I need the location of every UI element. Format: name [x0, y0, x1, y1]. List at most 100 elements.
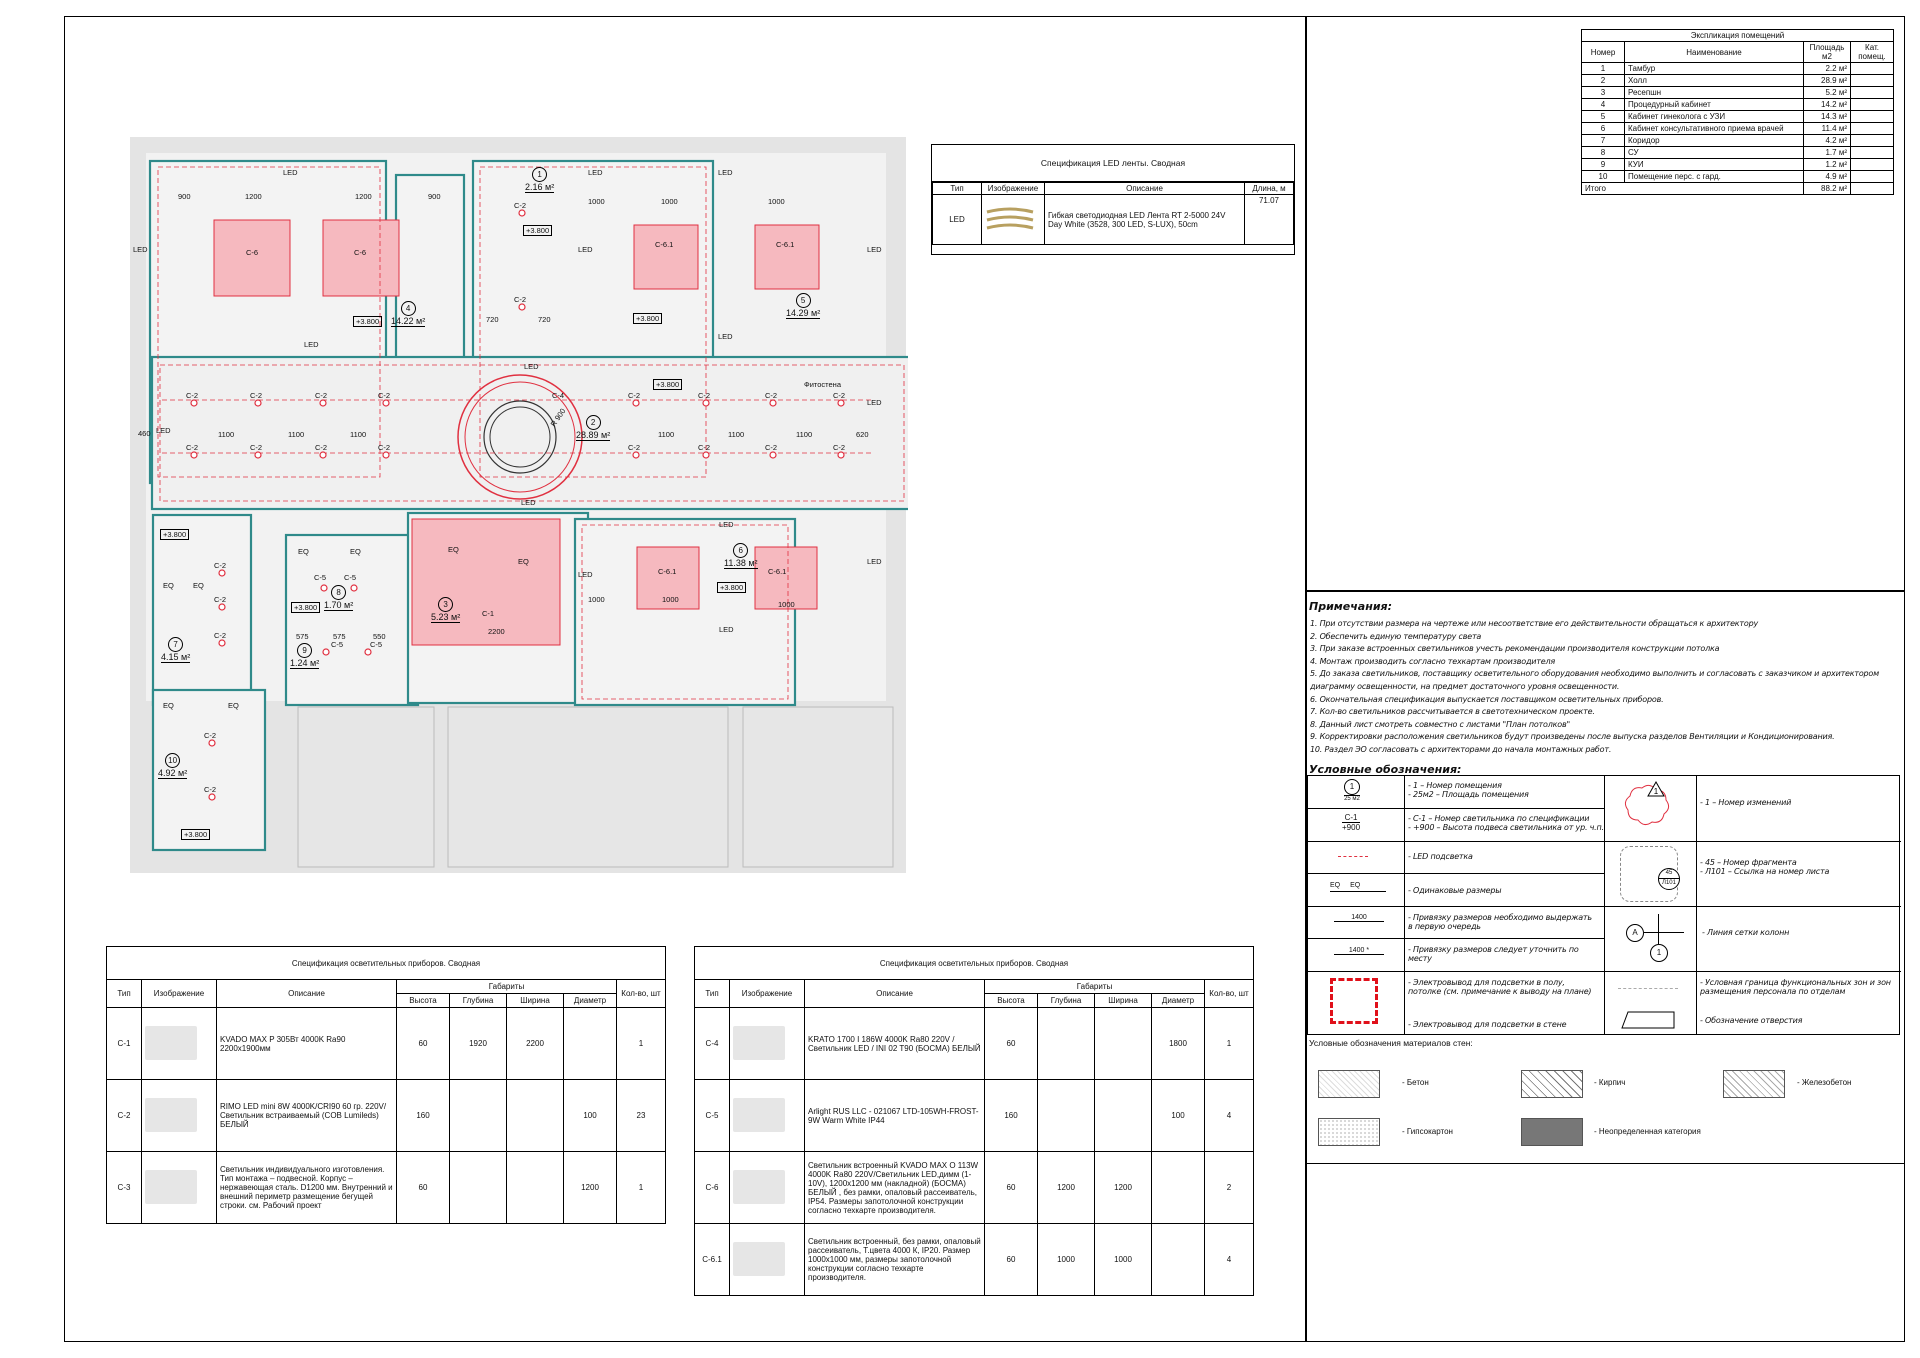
- note-item: 1. При отсутствии размера на чертеже или…: [1310, 619, 1759, 628]
- spec-header: Высота: [984, 993, 1038, 1008]
- eq-label: EQ: [163, 701, 174, 710]
- legend-led-line: [1338, 856, 1368, 857]
- materials-title: Условные обозначения материалов стен:: [1309, 1038, 1473, 1048]
- drawing-frame: [64, 16, 1905, 1342]
- panel-c61-d: [754, 546, 818, 610]
- material-label: - Неопределенная категория: [1594, 1127, 1701, 1136]
- fixture-label: С-5: [344, 573, 357, 582]
- room-7-wall: [151, 513, 253, 707]
- fixture-label: С-2: [214, 631, 227, 640]
- explication-total-value: 88.2 м²: [1803, 182, 1851, 195]
- spec-header: Кол-во, шт: [1204, 979, 1254, 1008]
- fixture-label: С-2: [833, 391, 846, 400]
- legend-floor-desc: - Электровывод для подсветки в полу, пот…: [1408, 978, 1592, 996]
- fixture-label: С-6.1: [776, 240, 795, 249]
- note-item: 7. Кол-во светильников рассчитывается в …: [1310, 707, 1595, 717]
- panel-lights: [213, 219, 820, 646]
- fixture-label: С-2: [186, 391, 199, 400]
- spec-left-title: Спецификация осветительных приборов. Сво…: [106, 946, 666, 980]
- luminaire-image: [729, 1007, 805, 1080]
- led-strip-image: [981, 194, 1045, 245]
- led-spec-header: Тип: [932, 182, 982, 195]
- spec-header: Описание: [804, 979, 985, 1008]
- dim-text: 460: [138, 429, 151, 438]
- fixture-label: С-2: [378, 443, 391, 452]
- dim-text: 2200: [488, 627, 505, 636]
- dim-text: 1100: [350, 430, 367, 439]
- svg-text:1: 1: [1654, 787, 1659, 796]
- dim-text: 550: [373, 632, 386, 641]
- luminaire-image: [729, 1079, 805, 1152]
- note-item: 4. Монтаж производить согласно техкартам…: [1310, 656, 1555, 666]
- spec-header: Высота: [396, 993, 450, 1008]
- dim-text: 900: [428, 192, 441, 201]
- explication-header: Наименование: [1624, 41, 1804, 63]
- note-item: 8. Данный лист смотреть совместно с лист…: [1310, 719, 1570, 729]
- fixture-label: С-2: [250, 443, 263, 452]
- dim-text: 900: [178, 192, 191, 201]
- legend-change-desc: - 1 – Номер изменений: [1700, 798, 1792, 807]
- legend-room-symbol: 1 25 м2: [1344, 779, 1360, 802]
- material-label: - Железобетон: [1797, 1078, 1852, 1087]
- fixture-label: С-5: [331, 640, 344, 649]
- legend-title: Условные обозначения:: [1309, 763, 1462, 776]
- eq-label: EQ: [298, 547, 309, 556]
- dim-text: 1000: [588, 197, 605, 206]
- led-label: LED: [867, 557, 882, 566]
- legend-room-desc: - 1 – Номер помещения - 25м2 – Площадь п…: [1408, 781, 1529, 799]
- legend-axis-desc: - Линия сетки колонн: [1702, 928, 1790, 937]
- opening-icon: [1621, 1011, 1675, 1029]
- fixture-label: С-6: [246, 248, 259, 257]
- panel-c61-c: [636, 546, 700, 610]
- eq-label: EQ: [163, 581, 174, 590]
- material-drywall-swatch: [1318, 1118, 1380, 1146]
- dim-text: 620: [856, 430, 869, 439]
- dim-text: 720: [538, 315, 551, 324]
- led-label: LED: [588, 168, 603, 177]
- led-label: LED: [718, 168, 733, 177]
- spec-header: Глубина: [449, 993, 507, 1008]
- led-label: LED: [283, 168, 298, 177]
- sheet-divider: [1305, 16, 1307, 1342]
- spec-header: Диаметр: [563, 993, 617, 1008]
- note-item: 6. Окончательная спецификация выпускаетс…: [1310, 694, 1664, 704]
- fixture-label: С-1: [482, 609, 495, 618]
- explication-header: Кат. помещ.: [1850, 41, 1894, 63]
- room-2-wall: [150, 355, 908, 511]
- dim-text: 1100: [218, 430, 235, 439]
- dim-text: 1000: [768, 197, 785, 206]
- legend-dim-symbol: 1400: [1334, 914, 1384, 922]
- led-spec-header: Изображение: [981, 182, 1045, 195]
- dim-text: 1100: [288, 430, 305, 439]
- legend-outlet-symbol: [1330, 978, 1378, 1024]
- dim-text: 1200: [245, 192, 262, 201]
- eq-label: EQ: [228, 701, 239, 710]
- led-spec-title: Спецификация LED ленты. Сводная: [932, 145, 1294, 182]
- led-label: LED: [867, 245, 882, 254]
- spec-header: Ширина: [1094, 993, 1152, 1008]
- led-label: LED: [304, 340, 319, 349]
- spec-header: Ширина: [506, 993, 564, 1008]
- fixture-label: С-2: [765, 443, 778, 452]
- legend-luminaire-symbol: С-1 +900: [1342, 813, 1361, 832]
- fixture-label: С-2: [250, 391, 263, 400]
- material-reinforced-concrete-swatch: [1723, 1070, 1785, 1098]
- materials-divider: [1305, 1163, 1905, 1164]
- room-10-wall: [151, 688, 267, 852]
